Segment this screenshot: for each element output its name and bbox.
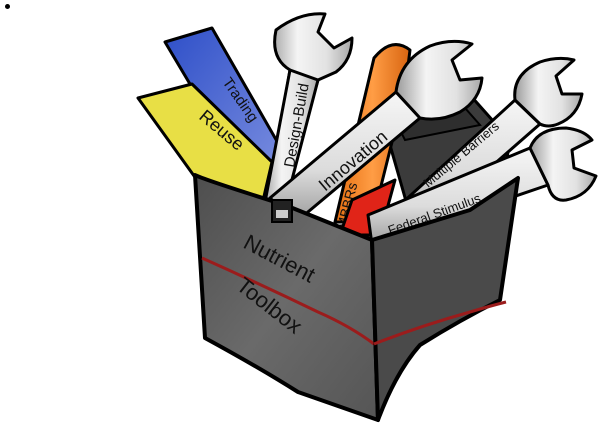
- toolbox-front: Nutrient Toolbox: [193, 173, 380, 422]
- toolbox-side: [370, 176, 520, 422]
- design-build-wrench: Design-Build: [260, 12, 354, 220]
- reuse-tool: Reuse: [136, 82, 274, 207]
- bullet-dot: [5, 4, 10, 9]
- federal-stimulus-wrench: Federal Stimulus: [366, 126, 598, 247]
- box-latch: [271, 199, 293, 223]
